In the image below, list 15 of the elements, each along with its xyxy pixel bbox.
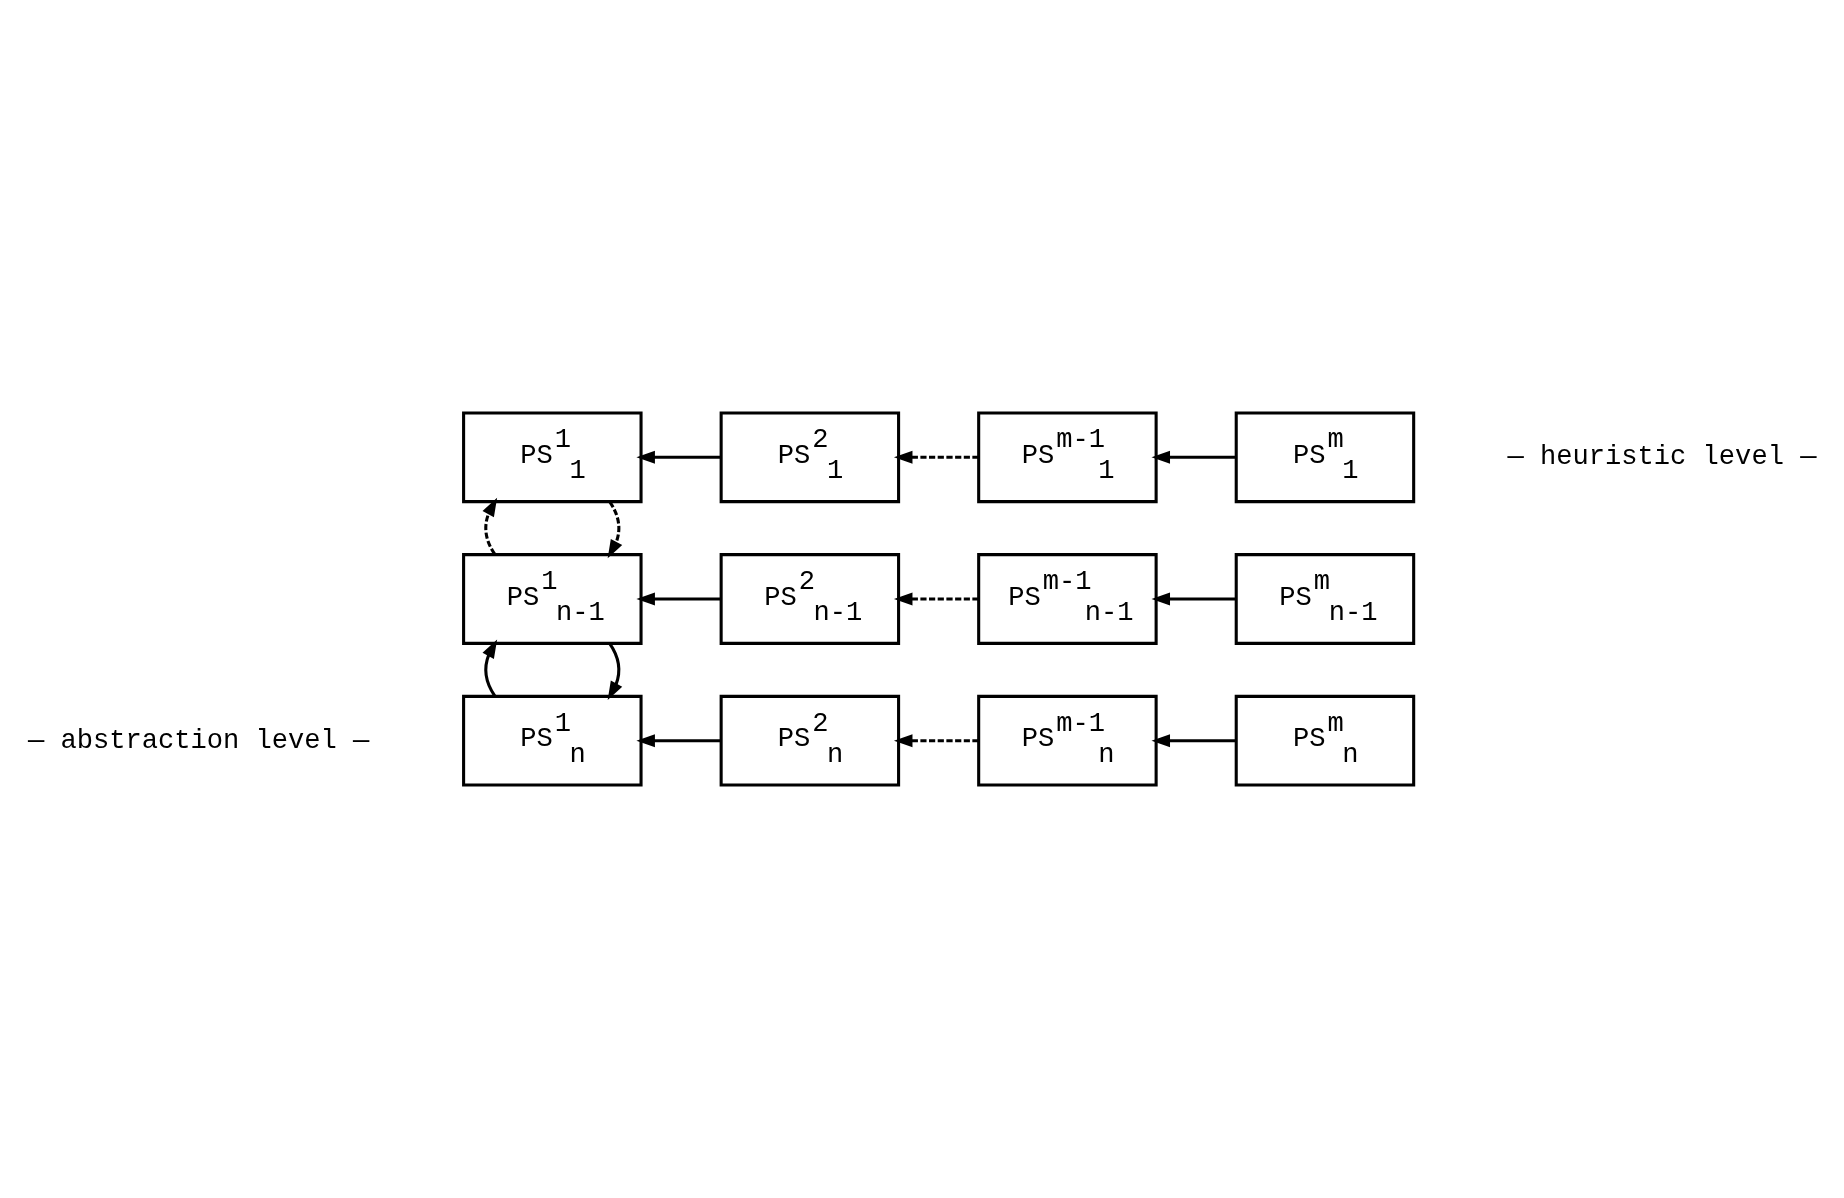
arrow — [893, 592, 979, 606]
arrow — [636, 592, 721, 606]
arrow — [636, 734, 721, 748]
arrow — [482, 497, 498, 555]
arrow — [893, 734, 979, 748]
arrow — [1151, 734, 1236, 748]
arrow — [636, 450, 721, 464]
arrow — [1151, 450, 1236, 464]
arrow — [482, 639, 498, 697]
label: — heuristic level — — [1507, 441, 1817, 473]
arrow — [893, 450, 979, 464]
label: — abstraction level — — [27, 724, 370, 756]
arrow — [607, 501, 623, 559]
arrow — [607, 642, 623, 700]
arrow — [1151, 592, 1236, 606]
